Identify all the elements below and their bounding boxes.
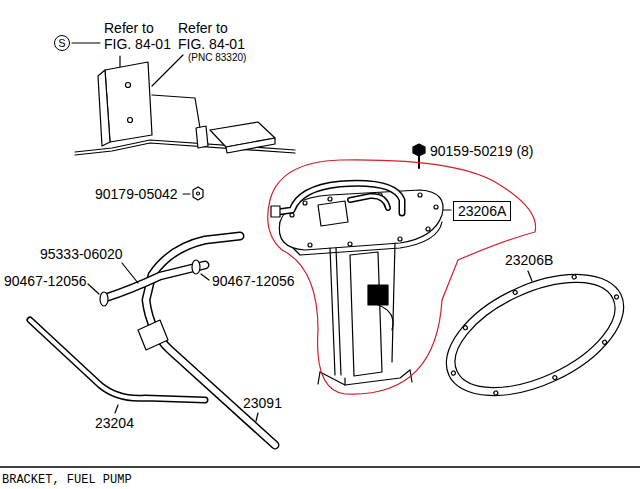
- leader-line: [183, 193, 190, 194]
- line-art: [0, 43, 640, 467]
- hose: [105, 265, 205, 298]
- plate-holes: [290, 193, 438, 247]
- fuel-tube: [350, 196, 388, 208]
- pipe-clip: [138, 320, 168, 350]
- callout-number: 23206A: [458, 203, 506, 219]
- part-number: (PNC 83320): [188, 52, 246, 64]
- hose: [105, 265, 205, 298]
- caption-rule: [0, 466, 640, 468]
- reference-note: Refer to FIG. 84-01: [178, 20, 250, 52]
- symbol-circle: S: [54, 35, 70, 51]
- bolt-icon: [413, 144, 425, 156]
- caption: BRACKET, FUEL PUMP: [2, 473, 132, 487]
- leader-line: [443, 209, 451, 210]
- leader-line: [528, 271, 532, 281]
- pump-strainer: [318, 370, 412, 385]
- hose-clamp: [192, 260, 200, 274]
- leader-line: [115, 405, 118, 413]
- leader-line: [88, 284, 99, 294]
- hose-clamp: [100, 292, 108, 306]
- pump-body: [350, 252, 382, 376]
- bracket-rod: [330, 248, 335, 375]
- wire: [152, 95, 200, 128]
- gasket: [428, 250, 640, 421]
- leader-line: [201, 274, 209, 280]
- bolt-hole: [128, 118, 133, 123]
- part-number: 90179-05042: [95, 186, 178, 202]
- part-number: 23204: [95, 415, 134, 431]
- leader-line: [256, 413, 258, 421]
- wire: [378, 305, 393, 330]
- connector-block: [196, 126, 208, 148]
- sender-unit: [226, 138, 275, 153]
- outlet-nipple: [271, 206, 280, 217]
- part-number: 95333-06020: [40, 246, 123, 262]
- pump-connector: [368, 285, 388, 305]
- pump-strainer: [320, 370, 410, 385]
- fuel-tube: [350, 196, 388, 208]
- bracket-flange: [98, 70, 110, 146]
- bolt-hole: [126, 83, 131, 88]
- part-number: 90159-50219 (8): [430, 143, 534, 159]
- bracket-plate: [105, 62, 152, 142]
- part-number: 23091: [243, 395, 282, 411]
- reference-note: Refer to FIG. 84-01: [104, 20, 176, 52]
- fuel-pipe: [30, 320, 205, 400]
- fuel-pipe: [30, 320, 205, 400]
- nut-icon: [197, 192, 200, 195]
- part-number: 90467-12056: [212, 273, 295, 289]
- symbol-letter: S: [58, 38, 65, 49]
- bracket-rod: [336, 248, 341, 375]
- leader-line: [152, 55, 183, 86]
- part-number: 23206B: [505, 252, 553, 268]
- highlight-outline: [268, 160, 536, 394]
- leader-line: [122, 263, 138, 283]
- connector-housing: [318, 201, 348, 226]
- part-number-box: 23206A: [453, 201, 511, 221]
- bracket-rod: [392, 243, 395, 362]
- leader-line: [119, 56, 120, 67]
- leader-line: [72, 42, 100, 43]
- part-number: 90467-12056: [4, 273, 87, 289]
- nut-icon: [193, 187, 203, 200]
